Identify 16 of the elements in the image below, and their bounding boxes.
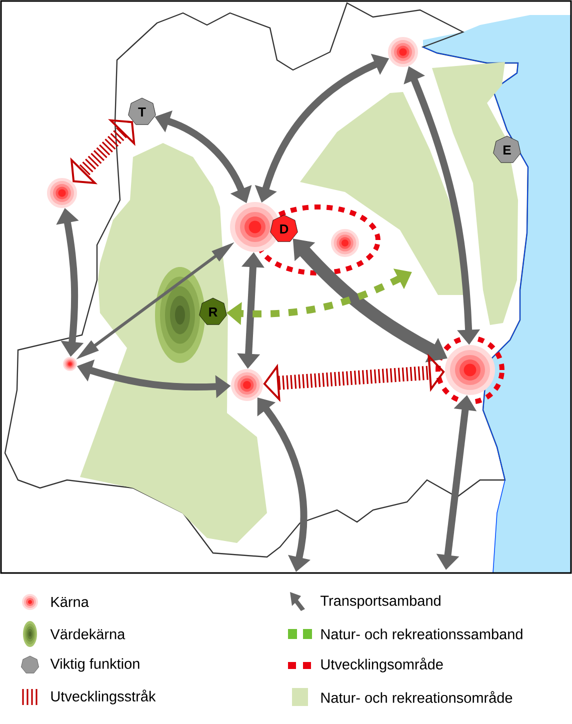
legend-label: Kärna	[51, 596, 89, 608]
core-circle	[231, 369, 263, 401]
core-circle	[63, 357, 77, 371]
legend-label: Natur- och rekreationsområde	[321, 691, 512, 703]
core-circle	[331, 229, 359, 257]
legend-label: Viktig funktion	[50, 658, 140, 672]
legend-label: Natur- och rekreationssamband	[321, 628, 522, 640]
arrow	[263, 354, 445, 402]
legend-label: Utvecklingsområde	[321, 658, 443, 672]
core-circle	[47, 178, 77, 208]
legend-label: Transportsamband	[320, 595, 440, 609]
core-circle	[388, 37, 418, 67]
legend-label: Värdekärna	[50, 628, 126, 640]
core-circle	[445, 345, 495, 395]
core-circle	[230, 202, 280, 252]
legend-label: Utvecklingsstråk	[51, 690, 156, 704]
